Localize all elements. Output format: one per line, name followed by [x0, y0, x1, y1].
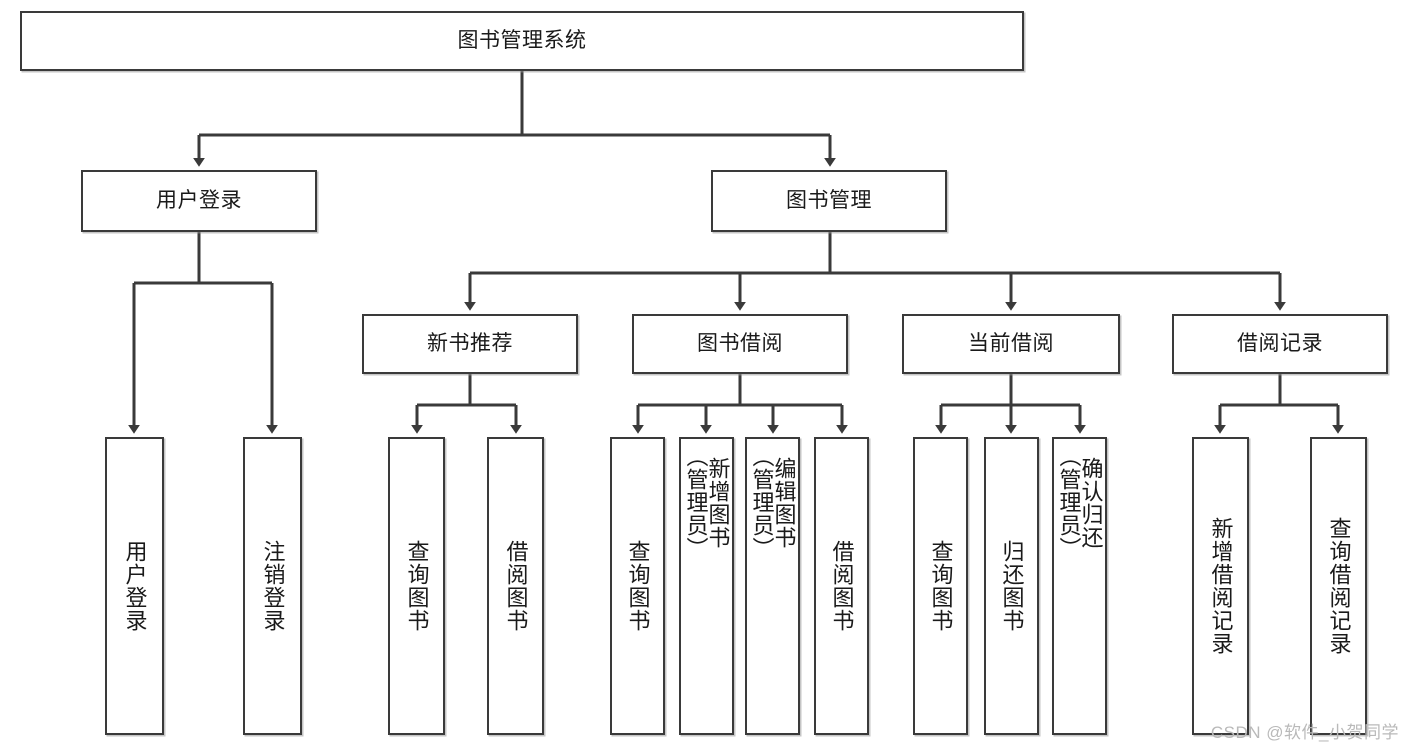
node-book-borrow-label: 图书借阅 — [697, 331, 783, 355]
node-new-book-recommend[interactable]: 新书推荐 — [362, 314, 578, 374]
node-query-book-1[interactable]: 查询图书 — [388, 437, 445, 735]
node-borrow-record-label: 借阅记录 — [1237, 331, 1323, 355]
node-return-book[interactable]: 归还图书 — [984, 437, 1039, 735]
node-query-borrow-record[interactable]: 查询借阅记录 — [1310, 437, 1367, 735]
node-book-management-label: 图书管理 — [786, 188, 872, 212]
node-root-label: 图书管理系统 — [457, 28, 587, 52]
node-new-book-recommend-label: 新书推荐 — [427, 331, 513, 355]
node-borrow-record[interactable]: 借阅记录 — [1172, 314, 1388, 374]
node-book-borrow[interactable]: 图书借阅 — [632, 314, 848, 374]
node-query-book-3-label: 查询图书 — [928, 540, 954, 632]
node-return-book-label: 归还图书 — [999, 540, 1025, 632]
node-borrow-book-2-label: 借阅图书 — [829, 540, 855, 632]
node-confirm-return[interactable]: 确认归还 （管理员） — [1052, 437, 1107, 735]
node-query-book-3[interactable]: 查询图书 — [913, 437, 968, 735]
node-confirm-return-label: 确认归还 （管理员） — [1056, 445, 1104, 560]
node-current-borrow-label: 当前借阅 — [968, 331, 1054, 355]
node-query-borrow-record-label: 查询借阅记录 — [1326, 517, 1352, 655]
node-borrow-book-1[interactable]: 借阅图书 — [487, 437, 544, 735]
node-user-logout-label: 注销登录 — [260, 540, 286, 632]
node-query-book-2-label: 查询图书 — [625, 540, 651, 632]
node-edit-book-label: 编辑图书 （管理员） — [749, 445, 797, 560]
node-user-login[interactable]: 用户登录 — [81, 170, 317, 232]
node-root[interactable]: 图书管理系统 — [20, 11, 1024, 71]
node-user-login-label: 用户登录 — [156, 188, 242, 212]
node-borrow-book-1-label: 借阅图书 — [503, 540, 529, 632]
node-add-borrow-record[interactable]: 新增借阅记录 — [1192, 437, 1249, 735]
node-add-book-label: 新增图书 （管理员） — [683, 445, 731, 560]
watermark-text: CSDN @软件_小贺同学 — [1210, 723, 1399, 742]
node-book-management[interactable]: 图书管理 — [711, 170, 947, 232]
node-query-book-2[interactable]: 查询图书 — [610, 437, 665, 735]
node-add-borrow-record-label: 新增借阅记录 — [1208, 517, 1234, 655]
node-user-login-do-label: 用户登录 — [122, 540, 148, 632]
node-edit-book[interactable]: 编辑图书 （管理员） — [745, 437, 800, 735]
node-add-book[interactable]: 新增图书 （管理员） — [679, 437, 734, 735]
node-user-logout[interactable]: 注销登录 — [243, 437, 302, 735]
node-user-login-do[interactable]: 用户登录 — [105, 437, 164, 735]
node-query-book-1-label: 查询图书 — [404, 540, 430, 632]
node-borrow-book-2[interactable]: 借阅图书 — [814, 437, 869, 735]
node-current-borrow[interactable]: 当前借阅 — [902, 314, 1120, 374]
